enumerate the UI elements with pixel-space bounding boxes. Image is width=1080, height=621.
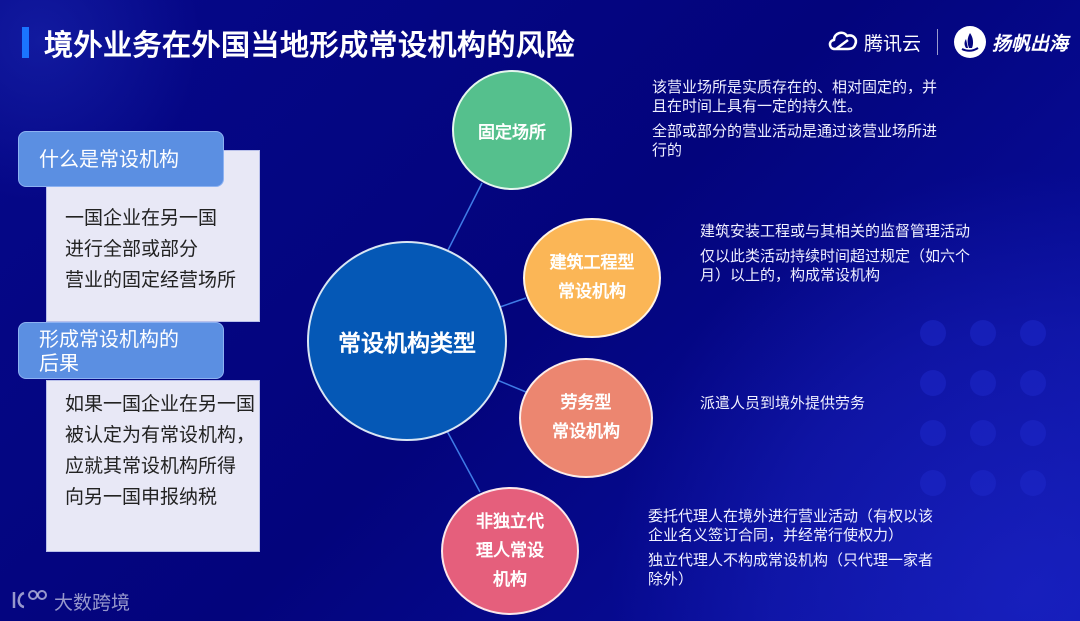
consequence-heading: 形成常设机构的 后果: [18, 322, 224, 379]
watermark-label: 大数跨境: [54, 592, 131, 614]
node-fixed-place: 固定场所: [452, 70, 572, 190]
background-dots: [920, 320, 1080, 520]
consequence-card: 如果一国企业在另一国 被认定为有常设机构， 应就其常设机构所得 向另一国申报纳税: [46, 380, 260, 552]
fixed-place-description: 该营业场所是实质存在的、相对固定的，并且在时间上具有一定的持久性。 全部或部分的…: [652, 78, 938, 159]
logo-divider: [936, 29, 938, 55]
watermark: 大数跨境: [10, 588, 130, 615]
yangfan-logo: 扬帆出海: [953, 26, 1068, 58]
center-node-pe-types: 常设机构类型: [307, 241, 507, 441]
node-construction-pe: 建筑工程型 常设机构: [523, 218, 661, 338]
header-logos: 腾讯云 扬帆出海: [826, 22, 1068, 62]
yangfan-label: 扬帆出海: [991, 32, 1068, 55]
tencent-cloud-label: 腾讯云: [863, 32, 921, 55]
agent-description: 委托代理人在境外进行营业活动（有权以该企业名义签订合同，并经常行使权力） 独立代…: [648, 507, 934, 588]
consequence-text: 如果一国企业在另一国 被认定为有常设机构， 应就其常设机构所得 向另一国申报纳税: [65, 393, 256, 508]
labor-description: 派遣人员到境外提供劳务: [700, 394, 866, 412]
definition-text: 一国企业在另一国 进行全部或部分 营业的固定经营场所: [65, 207, 237, 291]
tencent-cloud-logo: 腾讯云: [826, 28, 921, 57]
page-title: 境外业务在外国当地形成常设机构的风险: [44, 28, 576, 62]
yangfan-sail-icon: [953, 26, 986, 58]
title-accent-bar: [22, 27, 29, 58]
tencent-cloud-icon: [826, 28, 860, 57]
100-logo-icon: [10, 588, 48, 615]
node-labor-pe: 劳务型 常设机构: [519, 358, 653, 478]
node-dependent-agent-pe: 非独立代 理人常设 机构: [441, 487, 579, 615]
definition-heading: 什么是常设机构: [18, 131, 224, 187]
construction-description: 建筑安装工程或与其相关的监督管理活动 仅以此类活动持续时间超过规定（如六个月）以…: [700, 222, 971, 284]
